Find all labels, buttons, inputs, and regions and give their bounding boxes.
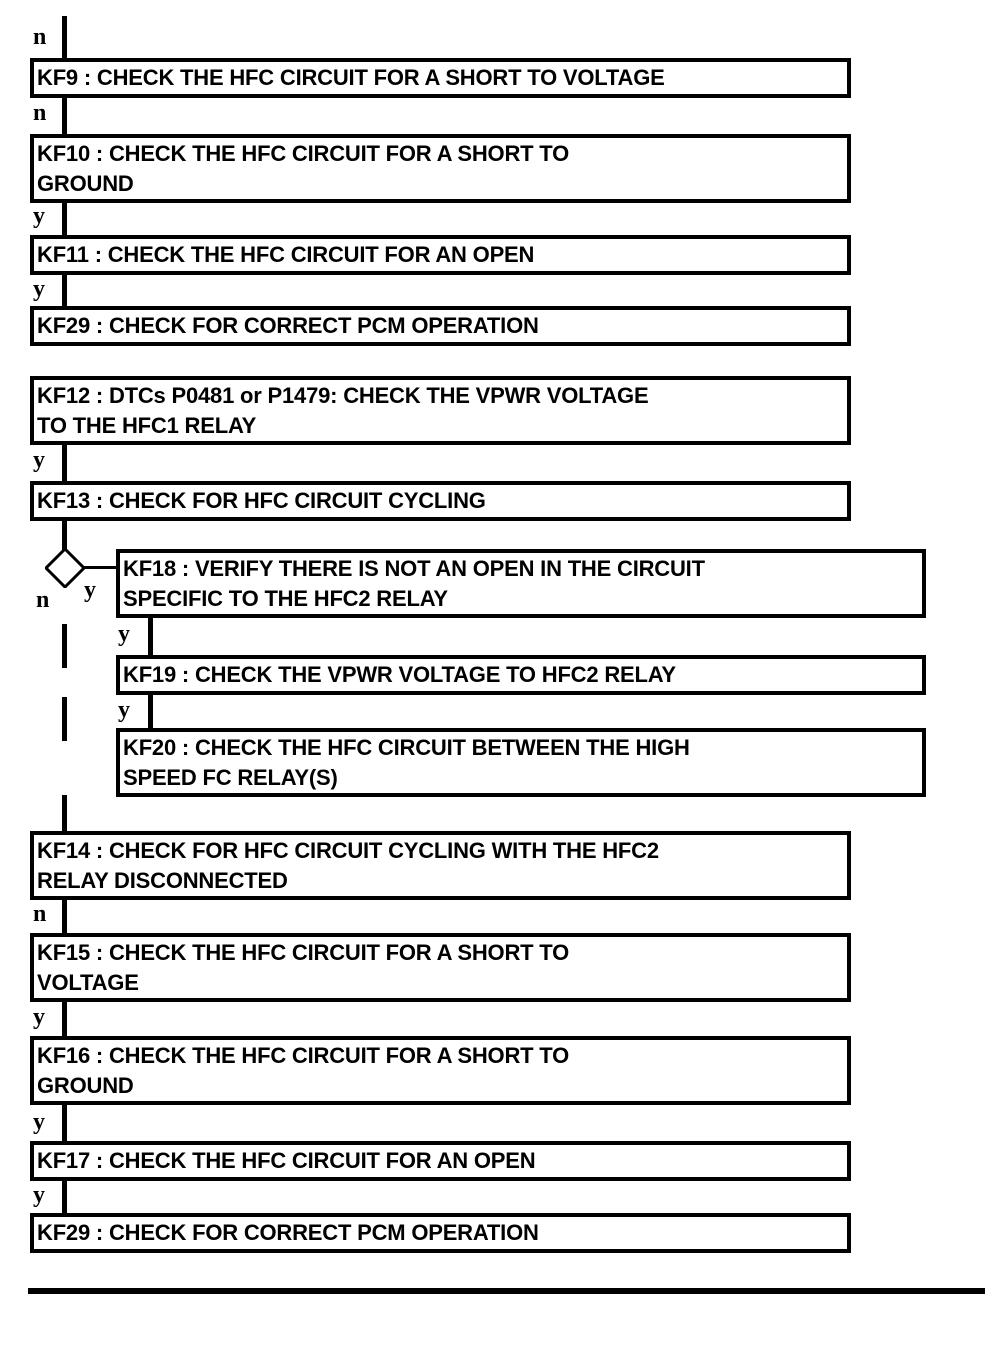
stem-kf12-to-kf13 <box>62 443 67 483</box>
branch-label-y-2: y <box>33 203 45 229</box>
branch-label-y-11: y <box>33 1109 45 1135</box>
process-node-kf17[interactable]: KF17 : CHECK THE HFC CIRCUIT FOR AN OPEN <box>30 1141 851 1181</box>
stem-kf11-to-kf29a <box>62 273 67 308</box>
process-node-kf12[interactable]: KF12 : DTCs P0481 or P1479: CHECK THE VP… <box>30 376 851 445</box>
branch-label-n-0: n <box>33 24 47 50</box>
branch-label-y-6: y <box>84 577 96 603</box>
stem-indent-kf19-kf20 <box>148 693 153 730</box>
process-node-kf29a[interactable]: KF29 : CHECK FOR CORRECT PCM OPERATION <box>30 306 851 346</box>
process-node-kf20[interactable]: KF20 : CHECK THE HFC CIRCUIT BETWEEN THE… <box>116 728 926 797</box>
process-node-kf11[interactable]: KF11 : CHECK THE HFC CIRCUIT FOR AN OPEN <box>30 235 851 275</box>
stem-kf15-to-kf16 <box>62 1000 67 1038</box>
branch-label-y-8: y <box>118 697 130 723</box>
stem-top-into-kf9 <box>62 16 67 60</box>
decision-yes-elbow <box>83 566 118 569</box>
process-node-kf15[interactable]: KF15 : CHECK THE HFC CIRCUIT FOR A SHORT… <box>30 933 851 1002</box>
stem-kf13-to-diamond <box>62 519 67 552</box>
branch-label-y-10: y <box>33 1004 45 1030</box>
branch-label-y-12: y <box>33 1182 45 1208</box>
process-node-kf16[interactable]: KF16 : CHECK THE HFC CIRCUIT FOR A SHORT… <box>30 1036 851 1105</box>
stem-kf9-to-kf10 <box>62 96 67 136</box>
branch-label-y-4: y <box>33 447 45 473</box>
branch-label-y-7: y <box>118 621 130 647</box>
branch-label-n-9: n <box>33 901 47 927</box>
stem-kf10-to-kf11 <box>62 201 67 237</box>
n-branch-from-diamond-to-kf14-seg-0 <box>62 624 67 668</box>
process-node-kf10[interactable]: KF10 : CHECK THE HFC CIRCUIT FOR A SHORT… <box>30 134 851 203</box>
branch-label-y-3: y <box>33 276 45 302</box>
process-node-kf29b[interactable]: KF29 : CHECK FOR CORRECT PCM OPERATION <box>30 1213 851 1253</box>
process-node-kf14[interactable]: KF14 : CHECK FOR HFC CIRCUIT CYCLING WIT… <box>30 831 851 900</box>
branch-label-n-1: n <box>33 100 47 126</box>
n-branch-from-diamond-to-kf14-seg-2 <box>62 795 67 833</box>
stem-indent-kf18-kf19 <box>148 616 153 657</box>
process-node-kf19[interactable]: KF19 : CHECK THE VPWR VOLTAGE TO HFC2 RE… <box>116 655 926 695</box>
stem-kf14-to-kf15 <box>62 898 67 935</box>
process-node-kf18[interactable]: KF18 : VERIFY THERE IS NOT AN OPEN IN TH… <box>116 549 926 618</box>
branch-label-n-5: n <box>36 587 50 613</box>
page-bottom-rule <box>28 1288 985 1294</box>
decision-diamond[interactable] <box>43 546 87 590</box>
stem-kf16-to-kf17 <box>62 1103 67 1143</box>
n-branch-from-diamond-to-kf14-seg-1 <box>62 697 67 741</box>
process-node-kf13[interactable]: KF13 : CHECK FOR HFC CIRCUIT CYCLING <box>30 481 851 521</box>
diamond-icon <box>43 546 87 590</box>
stem-kf17-to-kf29b <box>62 1179 67 1215</box>
process-node-kf9[interactable]: KF9 : CHECK THE HFC CIRCUIT FOR A SHORT … <box>30 58 851 98</box>
